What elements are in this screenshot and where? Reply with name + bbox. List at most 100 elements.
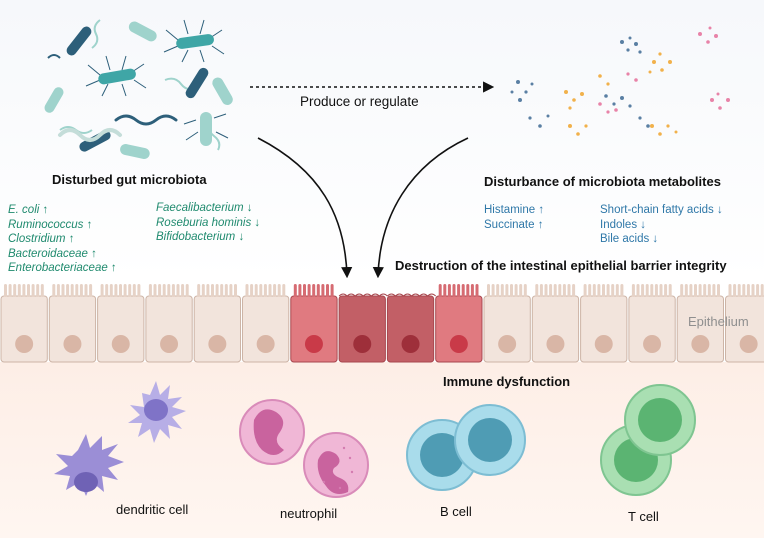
microvillus <box>171 284 175 297</box>
microvillus <box>737 284 741 297</box>
microvillus <box>36 284 40 297</box>
metabolites-increased-list: Histamine ↑ Succinate ↑ <box>484 203 544 232</box>
microvillus <box>703 284 707 297</box>
t-cells <box>600 384 696 496</box>
microvillus <box>549 284 553 297</box>
microvillus <box>321 284 325 297</box>
microvillus <box>523 284 527 297</box>
microvillus <box>293 284 297 297</box>
microvillus <box>505 284 509 297</box>
microvillus <box>326 284 329 297</box>
microvillus <box>153 284 157 297</box>
list-item: Bacteroidaceae ↑ <box>8 247 97 260</box>
microvillus <box>176 284 180 297</box>
microvillus <box>84 284 88 297</box>
microvillus <box>631 284 635 297</box>
metabolites-to-barrier-arrow <box>372 137 469 279</box>
damaged-epithelial-cell <box>338 295 386 363</box>
microvillus <box>31 284 35 297</box>
microvillus <box>185 284 189 297</box>
microvillus <box>746 284 750 297</box>
cell-nucleus <box>15 335 34 353</box>
microvillus <box>268 284 272 297</box>
microvillus <box>733 284 737 297</box>
microvillus <box>4 284 7 297</box>
microvillus <box>277 284 281 297</box>
microvillus <box>606 284 610 297</box>
microvillus <box>535 284 539 297</box>
microvillus <box>52 284 56 297</box>
microvillus <box>588 284 592 297</box>
microvillus <box>558 284 562 297</box>
microvillus <box>307 284 311 297</box>
list-item: Bifidobacterium ↓ <box>156 231 245 244</box>
list-item: E. coli ↑ <box>8 204 49 216</box>
b-cell-label: B cell <box>440 504 472 519</box>
disrupted-apical-edge <box>387 293 437 297</box>
t-cell-label: T cell <box>628 509 659 524</box>
microvillus <box>684 284 688 297</box>
cell-nucleus <box>208 335 227 353</box>
microvillus <box>229 284 233 297</box>
microvillus <box>167 284 171 297</box>
microvillus <box>447 284 451 297</box>
neutrophil-label: neutrophil <box>280 506 338 521</box>
microvillus <box>197 284 201 297</box>
microvillus <box>298 284 302 297</box>
microvillus <box>312 284 316 297</box>
microvillus <box>487 284 490 297</box>
microvillus <box>514 284 518 297</box>
list-item: Enterobacteriaceae ↑ <box>8 262 117 275</box>
microvillus <box>40 284 44 297</box>
microvillus <box>123 284 127 297</box>
microvillus <box>698 284 702 297</box>
list-item: Succinate ↑ <box>484 218 544 231</box>
arrow-label: Produce or regulate <box>300 94 419 109</box>
microvillus <box>89 284 93 297</box>
microvillus <box>17 284 21 297</box>
cell-nucleus <box>546 335 565 353</box>
microvillus <box>645 284 649 297</box>
microvillus <box>56 284 60 297</box>
microvillus <box>751 284 755 297</box>
microvillus <box>443 284 447 297</box>
microbiota-increased-list: E. coli ↑ Ruminococcus ↑ Clostridium ↑ B… <box>8 203 117 276</box>
microvillus <box>181 284 185 297</box>
cell-nucleus <box>304 335 323 353</box>
microvillus <box>162 284 166 297</box>
neutrophils <box>239 399 369 498</box>
microvillus <box>611 284 615 297</box>
microvillus <box>641 284 645 297</box>
microvillus <box>461 284 465 297</box>
microvillus <box>475 284 479 297</box>
microvillus <box>592 284 596 297</box>
microvillus <box>572 284 576 297</box>
gut-microbes-illustration <box>44 19 233 159</box>
microvillus <box>109 284 113 297</box>
microvillus <box>114 284 118 297</box>
microvillus <box>215 284 219 297</box>
microvillus <box>470 284 474 297</box>
cell-nucleus <box>353 335 372 353</box>
microvillus <box>137 284 141 297</box>
microvillus <box>22 284 26 297</box>
list-item: Roseburia hominis ↓ <box>156 216 261 229</box>
microvillus <box>100 284 104 297</box>
microvillus <box>250 284 254 297</box>
microvillus <box>654 284 658 297</box>
microvillus <box>119 284 122 297</box>
list-item: Ruminococcus ↑ <box>8 218 93 231</box>
cell-nucleus <box>111 335 130 353</box>
cell-nucleus <box>594 335 613 353</box>
cell-nucleus <box>401 335 420 353</box>
microvillus <box>105 284 109 297</box>
microvillus <box>452 284 456 297</box>
cell-nucleus <box>63 335 82 353</box>
microvillus <box>282 284 286 297</box>
dendritic-cells <box>54 381 186 496</box>
microvillus <box>438 284 442 297</box>
microvillus <box>583 284 587 297</box>
microbiota-title: Disturbed gut microbiota <box>52 172 207 187</box>
